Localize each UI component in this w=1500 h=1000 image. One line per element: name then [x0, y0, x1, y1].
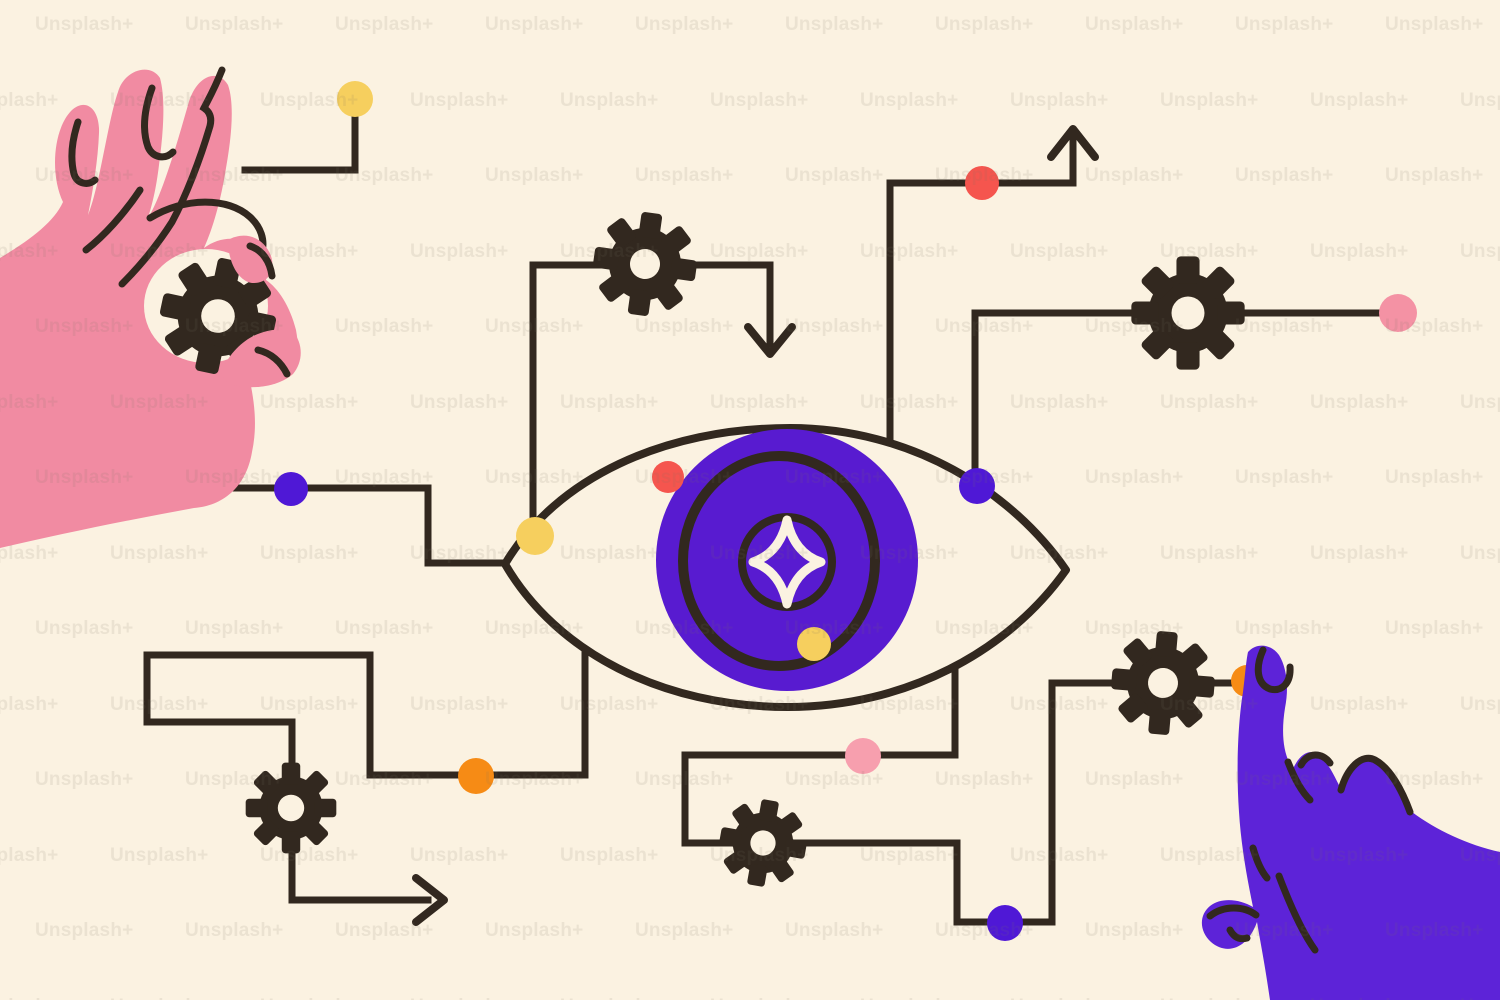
- connector-dot-purple-left: [274, 472, 308, 506]
- pink-hand-crease-pinky: [68, 118, 99, 187]
- purple-hand-crease-2: [1275, 872, 1319, 954]
- purple-hand-thumb-nail: [1226, 926, 1251, 943]
- pink-hand-crease-palm: [82, 186, 144, 254]
- connector-dot-red-top: [965, 166, 999, 200]
- purple-hand-fingernail: [1254, 646, 1294, 694]
- connector-dot-pink-bottom: [845, 738, 881, 774]
- iris-ring: [678, 451, 880, 671]
- purple-hand-knuckle-2: [1337, 754, 1414, 816]
- sparkle-icon: [748, 515, 826, 609]
- connector-dot-yellow-eye-left: [516, 517, 554, 555]
- gear-icon-bottom-left: [245, 762, 337, 854]
- eye: [501, 424, 1070, 711]
- pink-thumb-tip: [221, 329, 301, 388]
- circuit-line-bottomleft-a: [143, 651, 374, 774]
- circuit-line-topleft: [241, 101, 359, 174]
- arrow-right-icon: [412, 874, 448, 926]
- connector-dot-orange-bottomleft: [458, 758, 494, 794]
- circuit-line-bottomleft-b: [366, 614, 589, 779]
- arrow-up-icon: [1047, 125, 1099, 161]
- pink-fingertip-pad: [228, 235, 273, 284]
- pink-hand-pinch-overlay: [221, 235, 301, 388]
- connector-dots: [274, 81, 1417, 941]
- purple-hand-silhouette: [1201, 645, 1500, 1000]
- circuit-line-right-gear: [971, 309, 1386, 490]
- circuit-line-left: [216, 414, 516, 567]
- pink-hand-crease-finger3: [118, 66, 226, 288]
- purple-pointing-hand: [1201, 645, 1500, 1000]
- pink-hand-crease-finger2: [141, 84, 177, 161]
- connector-dot-purple-bottom: [987, 905, 1023, 941]
- connector-dot-yellow-topleft: [337, 81, 373, 117]
- connector-dot-red-iris: [652, 461, 684, 493]
- circuit-line-bottomleft-c: [288, 842, 432, 904]
- purple-hand-knuckle-1: [1297, 751, 1334, 769]
- pink-fingertip-outline: [246, 242, 276, 280]
- gear-icon-top: [586, 205, 704, 323]
- arrow-down-icon: [744, 323, 796, 358]
- connector-dot-yellow-iris: [797, 627, 831, 661]
- connector-dot-pink-right: [1379, 294, 1417, 332]
- pink-hand-crease-index: [146, 198, 267, 256]
- gear-icon-bottom-middle: [712, 792, 814, 894]
- purple-hand-thumb-top: [1206, 904, 1260, 920]
- gear-icon-right: [1131, 256, 1245, 370]
- purple-hand-crease-1: [1249, 844, 1271, 882]
- purple-hand-web: [1284, 758, 1314, 804]
- connector-dot-purple-eye-right: [959, 468, 995, 504]
- gear-icon-middle-right: [1107, 627, 1219, 739]
- pink-thumb-crease: [254, 346, 291, 378]
